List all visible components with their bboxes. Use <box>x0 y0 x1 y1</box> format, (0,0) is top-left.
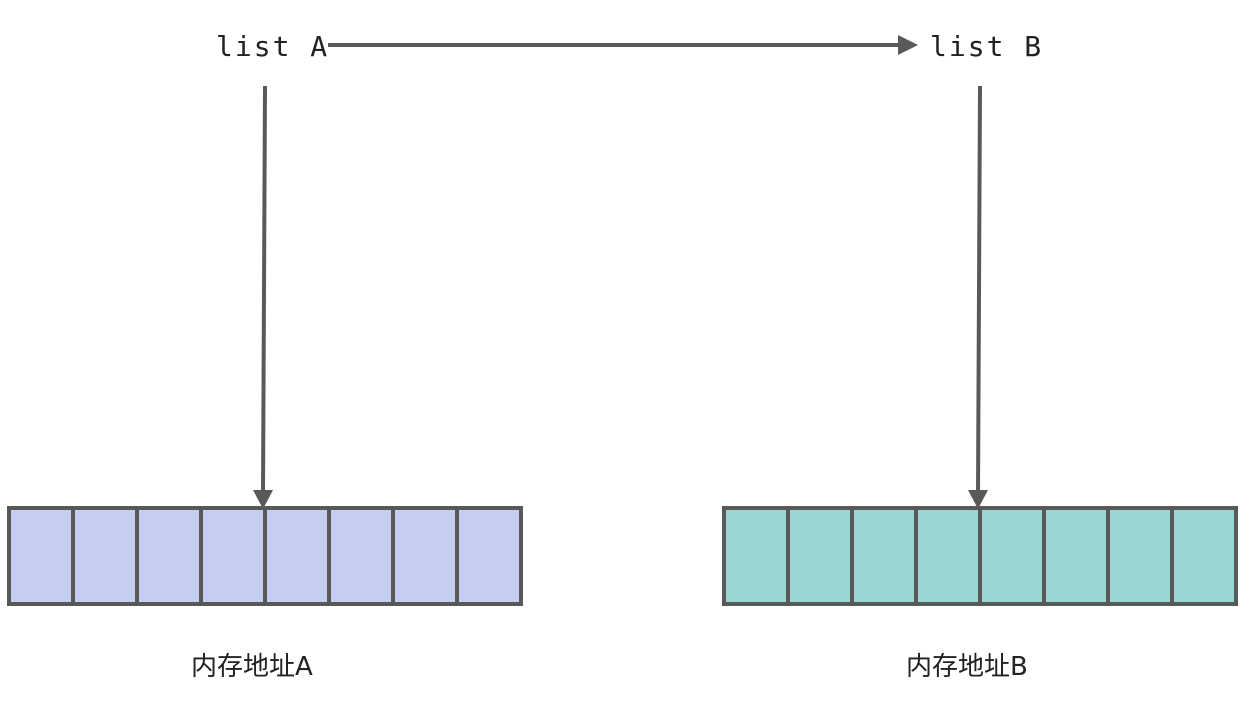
memory-cell-b <box>850 506 918 606</box>
memory-cell-a <box>71 506 139 606</box>
list-a-label: list A <box>216 30 329 63</box>
memory-cell-a <box>327 506 395 606</box>
memory-cell-a <box>455 506 523 606</box>
reference-arrow-a <box>253 85 273 509</box>
memory-cell-b <box>1106 506 1174 606</box>
memory-cell-a <box>135 506 203 606</box>
memory-cell-b <box>1042 506 1110 606</box>
memory-cell-b <box>914 506 982 606</box>
assignment-arrowhead-icon <box>898 35 918 55</box>
memory-cell-a <box>391 506 459 606</box>
memory-cell-a <box>263 506 331 606</box>
reference-arrow-b <box>968 85 988 509</box>
reference-arrowhead-b-icon <box>968 490 988 509</box>
assignment-arrow <box>328 35 918 55</box>
memory-cell-b <box>786 506 854 606</box>
memory-cell-b <box>722 506 790 606</box>
memory-cell-a <box>199 506 267 606</box>
memory-block-a <box>7 506 523 606</box>
memory-a-label: 内存地址A <box>191 652 313 682</box>
reference-arrowhead-a-icon <box>253 490 273 509</box>
memory-b-label: 内存地址B <box>906 652 1028 682</box>
memory-cell-b <box>1170 506 1238 606</box>
memory-cell-b <box>978 506 1046 606</box>
memory-block-b <box>722 506 1238 606</box>
list-b-label: list B <box>930 30 1043 63</box>
memory-cell-a <box>7 506 75 606</box>
